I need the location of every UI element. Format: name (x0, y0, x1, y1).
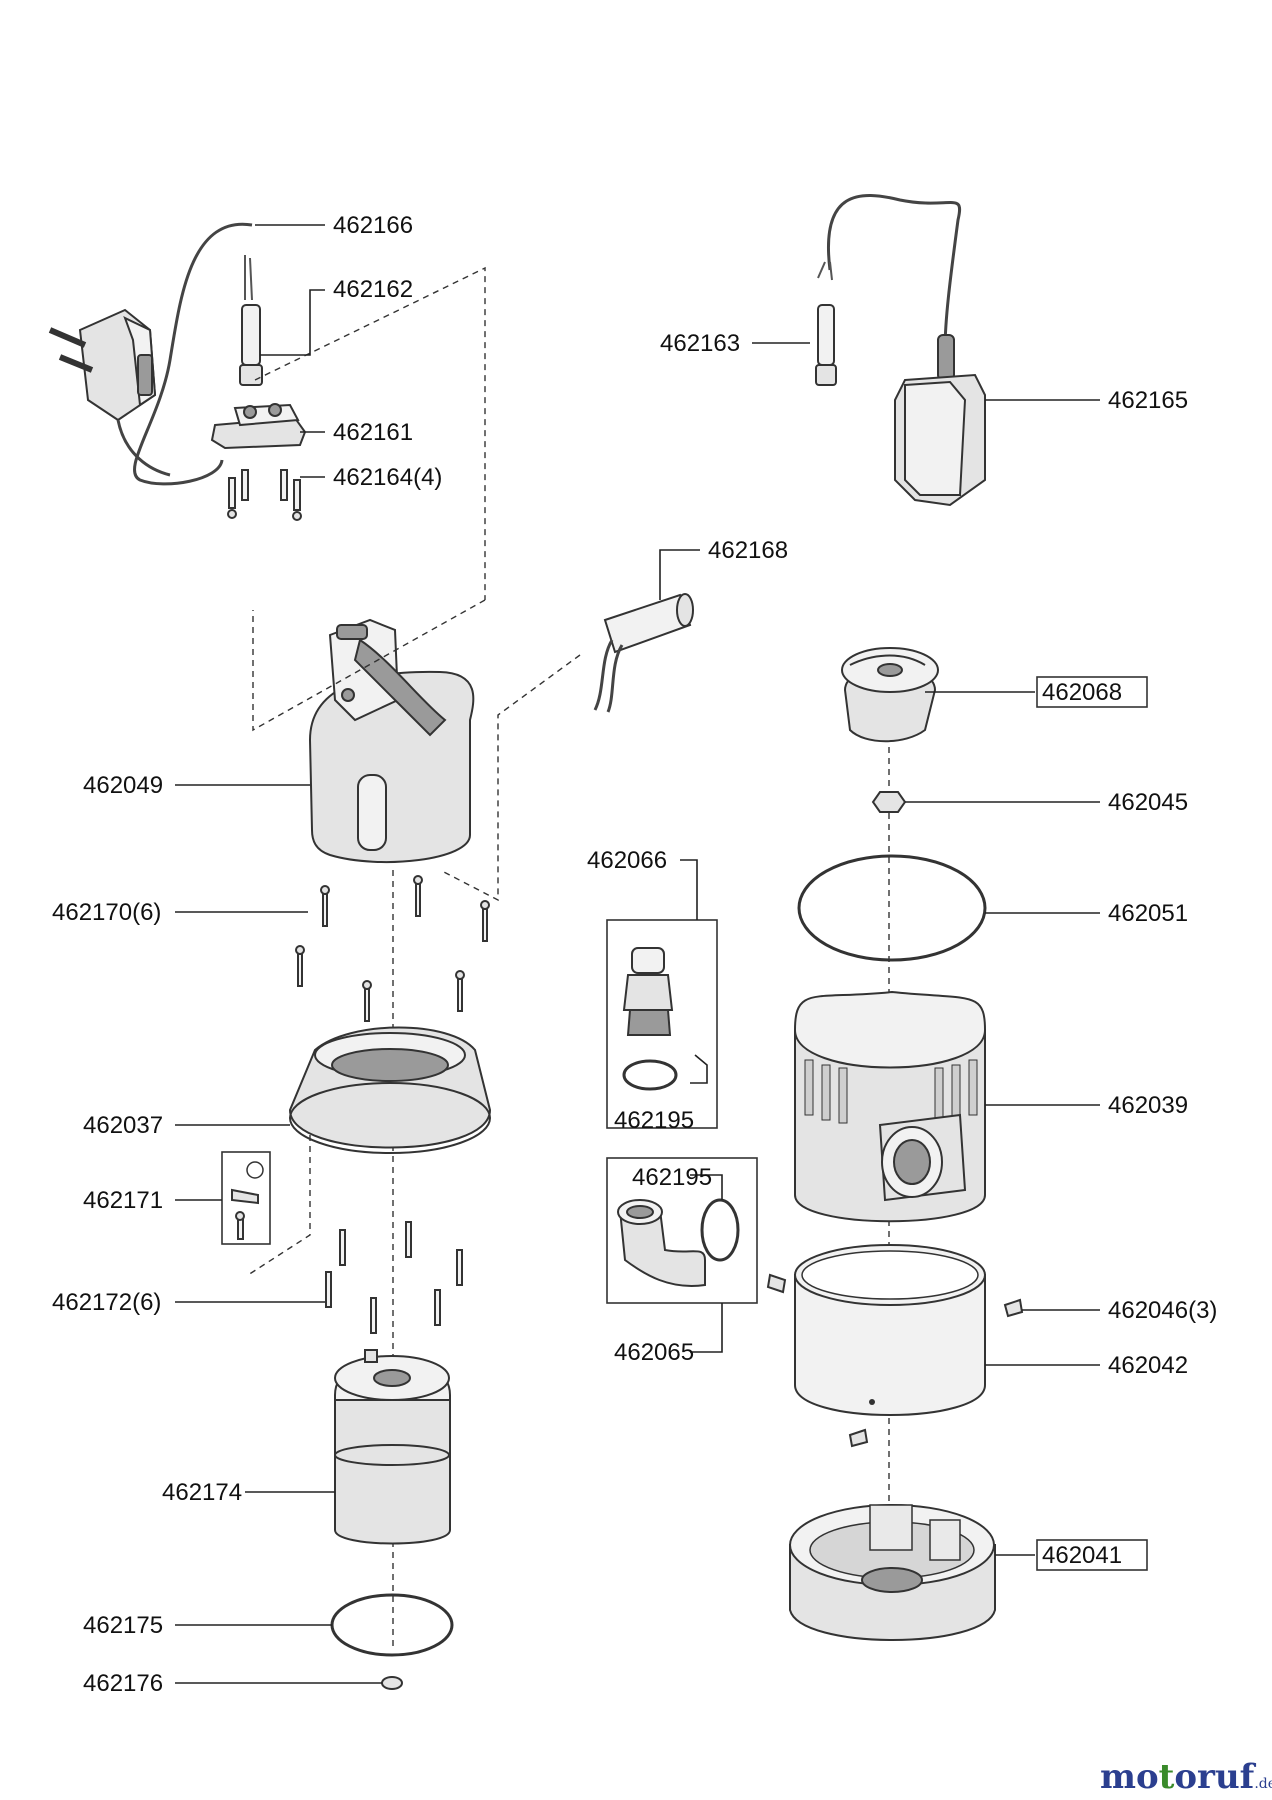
part-labels: 462166 462162 462161 462164(4) 462163 46… (52, 212, 1217, 1697)
strainer-base-462041 (789, 1504, 996, 1641)
label-462195-a: 462195 (614, 1107, 694, 1134)
watermark-part3: oruf (1174, 1757, 1256, 1797)
label-462164: 462164(4) (333, 464, 442, 491)
label-462174: 462174 (162, 1479, 242, 1506)
label-462170: 462170(6) (52, 899, 161, 926)
label-462171: 462171 (83, 1187, 163, 1214)
screws-462172 (325, 1221, 463, 1334)
label-462166: 462166 (333, 212, 413, 239)
screws-462170 (295, 875, 490, 1022)
leader-lines (175, 224, 1100, 1684)
label-462041-box: 462041 (1036, 1539, 1148, 1571)
label-462045: 462045 (1108, 789, 1188, 816)
outlet-port-icon (878, 1113, 967, 1202)
housing-ribs (804, 1059, 978, 1124)
label-462068-box: 462068 (1036, 676, 1148, 708)
sleeve-462042 (794, 1244, 986, 1416)
float-switch-assembly (817, 194, 986, 507)
watermark-suffix: .de (1254, 1776, 1272, 1792)
label-462049: 462049 (83, 772, 163, 799)
float-body-icon (894, 334, 986, 507)
label-462037: 462037 (83, 1112, 163, 1139)
o-ring-462175 (330, 1593, 454, 1657)
label-462039: 462039 (1108, 1092, 1188, 1119)
label-462066: 462066 (587, 847, 667, 874)
label-462165: 462165 (1108, 387, 1188, 414)
nut-462045 (871, 791, 907, 813)
label-462041: 462041 (1042, 1542, 1122, 1569)
label-462175: 462175 (83, 1612, 163, 1639)
power-cord-assembly (48, 222, 253, 486)
cable-gland-462163 (815, 304, 837, 386)
pump-housing-462039 (793, 990, 987, 1223)
label-462162: 462162 (333, 276, 413, 303)
label-462195-b: 462195 (632, 1164, 712, 1191)
plug-icon (48, 308, 157, 422)
base-ring-462037 (288, 1026, 492, 1154)
label-462065: 462065 (614, 1339, 694, 1366)
screws-462164 (227, 469, 302, 521)
watermark-part1: mo (1100, 1757, 1159, 1797)
label-462161: 462161 (333, 419, 413, 446)
label-462051: 462051 (1108, 900, 1188, 927)
svg-text:motoruf.de: motoruf.de (1100, 1757, 1272, 1797)
watermark-part2: t (1159, 1757, 1175, 1797)
check-valve-kit-462066 (606, 919, 718, 1129)
capacitor-462168 (593, 593, 694, 713)
clip-kit-462171 (221, 1151, 271, 1245)
set-screws-462046 (766, 1273, 1024, 1448)
label-462042: 462042 (1108, 1352, 1188, 1379)
washer-462176 (381, 1676, 403, 1690)
label-462168: 462168 (708, 537, 788, 564)
label-462172: 462172(6) (52, 1289, 161, 1316)
label-462046: 462046(3) (1108, 1297, 1217, 1324)
o-ring-462051 (797, 854, 987, 962)
elbow-kit-462065 (606, 1157, 758, 1304)
motor-462174 (334, 1349, 451, 1545)
impeller-462068 (841, 647, 939, 743)
watermark-logo: motoruf.de (1100, 1757, 1272, 1797)
label-462176: 462176 (83, 1670, 163, 1697)
label-462068: 462068 (1042, 679, 1122, 706)
label-462163: 462163 (660, 330, 740, 357)
housing-cover-462049 (308, 618, 475, 864)
cable-clamp-462161 (210, 403, 307, 450)
cable-gland-462162 (239, 304, 263, 386)
